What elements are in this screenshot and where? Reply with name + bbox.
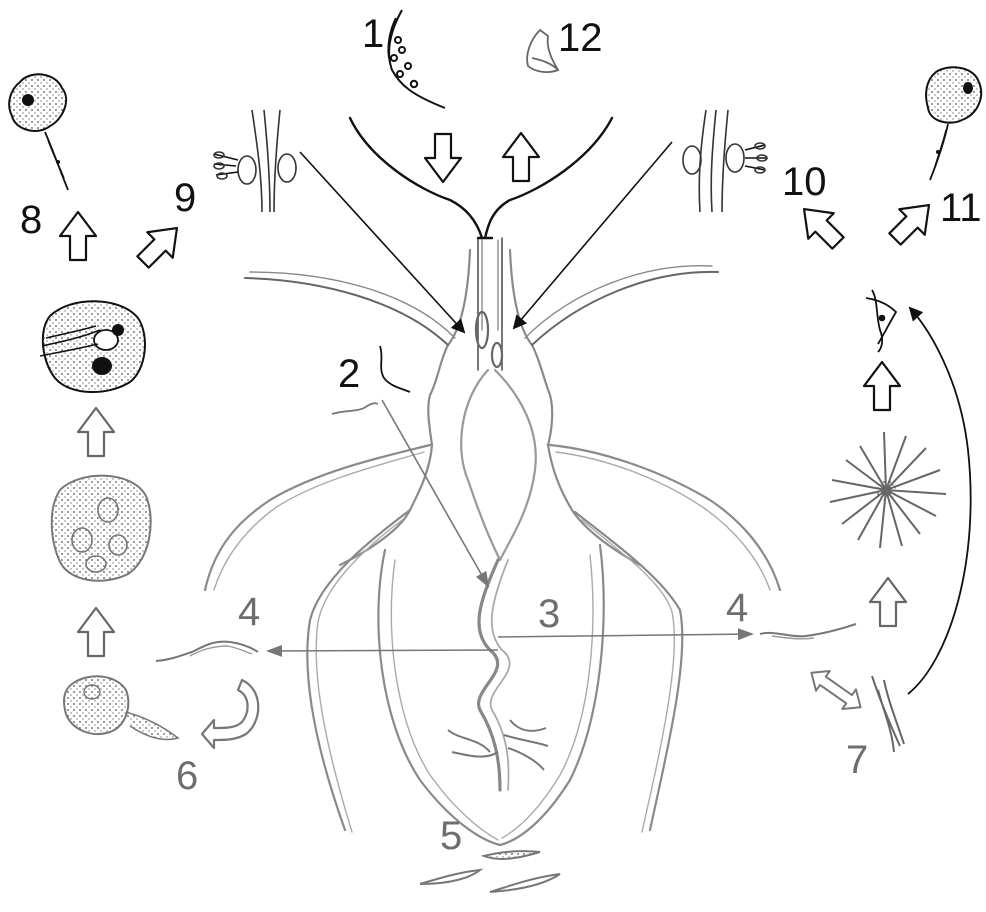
label-stage-4-right: 4 bbox=[726, 588, 748, 628]
label-stage-8: 8 bbox=[20, 200, 42, 240]
curved-arrow-7-to-top bbox=[908, 308, 971, 694]
label-stage-6: 6 bbox=[176, 756, 198, 796]
left-arrow-up-1 bbox=[78, 408, 114, 456]
arrow-to-right-4 bbox=[498, 634, 752, 637]
stage-7-double-arrow bbox=[805, 663, 868, 717]
stage-6-curved-arrow bbox=[202, 680, 258, 748]
label-stage-12: 12 bbox=[558, 18, 603, 58]
arrow-to-right-gland bbox=[514, 142, 672, 328]
label-stage-3: 3 bbox=[538, 594, 560, 634]
label-stage-4-left: 4 bbox=[238, 592, 260, 632]
arrow-to-left-4 bbox=[268, 650, 498, 651]
arrow-to-11 bbox=[882, 192, 941, 251]
label-stage-11: 11 bbox=[940, 188, 982, 228]
arrow-up-to-8 bbox=[60, 212, 96, 260]
arrow-up-transmission bbox=[503, 133, 539, 181]
label-stage-10: 10 bbox=[782, 162, 827, 202]
label-stage-2: 2 bbox=[338, 354, 360, 394]
right-arrow-up-1 bbox=[864, 362, 900, 410]
right-salivary-duct bbox=[683, 110, 767, 212]
left-salivary-duct bbox=[214, 110, 296, 212]
stage-7-forms bbox=[872, 676, 904, 752]
label-stage-5: 5 bbox=[440, 816, 462, 856]
label-stage-9: 9 bbox=[174, 178, 196, 218]
stage-4-right-trypanosome bbox=[760, 624, 856, 639]
stage-1-trypanosome bbox=[388, 10, 445, 108]
arrow-to-9 bbox=[130, 215, 189, 274]
left-infected-cell bbox=[40, 301, 145, 392]
left-arrow-up-2 bbox=[78, 608, 114, 656]
right-rosette bbox=[830, 432, 946, 548]
stage-6-cell bbox=[64, 676, 178, 739]
stage-8-host-cell bbox=[9, 74, 68, 190]
proboscis bbox=[350, 118, 612, 238]
arrow-to-10 bbox=[791, 196, 850, 255]
label-stage-1: 1 bbox=[362, 14, 384, 54]
right-arrow-up-2 bbox=[870, 578, 906, 626]
stage-4-left-trypanosome bbox=[156, 642, 258, 661]
right-top-trypanosome bbox=[866, 290, 896, 352]
label-stage-7: 7 bbox=[846, 740, 868, 780]
arrow-down-ingestion bbox=[425, 134, 461, 182]
stage-11-host-cell bbox=[926, 67, 981, 180]
left-grey-cell bbox=[52, 476, 151, 581]
stage-12-cell bbox=[527, 30, 558, 72]
